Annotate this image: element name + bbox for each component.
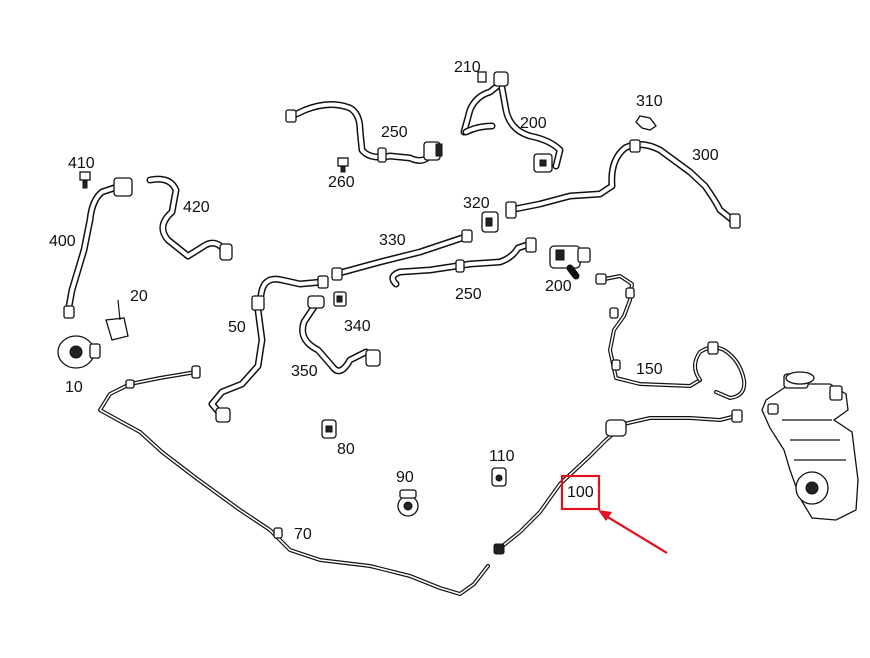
- pump-90: [397, 489, 419, 517]
- line-70: [98, 365, 490, 596]
- label-350: 350: [291, 363, 318, 380]
- label-410: 410: [68, 155, 95, 172]
- pipe-330: [331, 229, 473, 281]
- pump-10: [57, 335, 101, 369]
- label-150: 150: [636, 361, 663, 378]
- hose-100: [493, 409, 743, 555]
- label-310: 310: [636, 93, 663, 110]
- label-330: 330: [379, 232, 406, 249]
- callout-box: [560, 474, 601, 511]
- clip-260: [337, 157, 349, 173]
- hose-150: [595, 273, 747, 400]
- clip-210: [477, 71, 487, 83]
- label-50: 50: [228, 319, 246, 336]
- hose-400: [63, 177, 133, 319]
- label-340: 340: [344, 318, 371, 335]
- label-250-mid: 250: [455, 286, 482, 303]
- label-250-top: 250: [381, 124, 408, 141]
- label-420: 420: [183, 199, 210, 216]
- clip-80: [321, 419, 337, 439]
- hose-300: [505, 139, 741, 229]
- hose-200-top: [460, 71, 564, 173]
- hose-250-top: [285, 101, 443, 164]
- label-80: 80: [337, 441, 355, 458]
- expansion-tank: [761, 371, 859, 521]
- label-70: 70: [294, 526, 312, 543]
- label-260: 260: [328, 174, 355, 191]
- hose-350: [299, 295, 381, 375]
- label-210: 210: [454, 59, 481, 76]
- callout-arrowhead: [598, 510, 612, 521]
- clip-340: [333, 291, 347, 307]
- label-320: 320: [463, 195, 490, 212]
- label-400: 400: [49, 233, 76, 250]
- label-90: 90: [396, 469, 414, 486]
- hose-250-mid: [389, 237, 537, 288]
- valve-200-mid: [549, 245, 591, 280]
- callout-arrow: [605, 515, 668, 554]
- hose-420: [146, 175, 233, 261]
- label-200-mid: 200: [545, 278, 572, 295]
- clip-310: [635, 115, 657, 131]
- bracket-20: [105, 299, 129, 341]
- label-200-top: 200: [520, 115, 547, 132]
- clip-110: [491, 467, 507, 487]
- label-10: 10: [65, 379, 83, 396]
- label-110: 110: [489, 448, 515, 465]
- label-100: 100: [567, 484, 594, 501]
- callout-100: [560, 474, 668, 554]
- bolt-410: [79, 171, 91, 189]
- bracket-320: [481, 211, 499, 233]
- label-20: 20: [130, 288, 148, 305]
- hose-50: [208, 275, 329, 423]
- label-300: 300: [692, 147, 719, 164]
